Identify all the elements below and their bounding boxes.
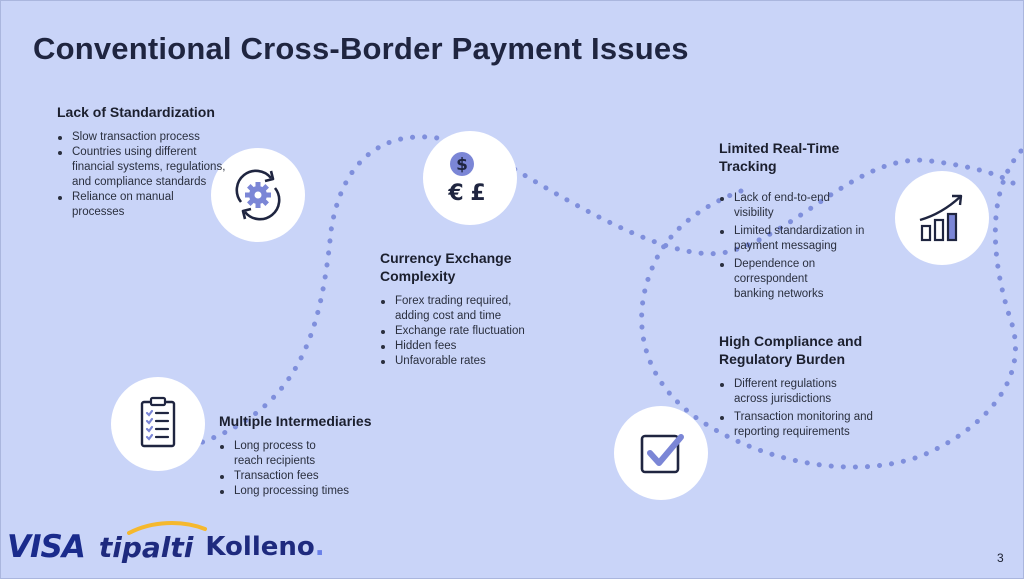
kolleno-dot: . xyxy=(314,532,325,562)
bullet-list: Slow transaction process Countries using… xyxy=(57,130,227,220)
list-item: Long processing times xyxy=(219,484,389,499)
list-item: Reliance on manual processes xyxy=(57,190,182,220)
currency-icon-circle: $ € £ xyxy=(423,131,517,225)
currency-exchange-icon: $ € £ xyxy=(447,152,486,206)
checkbox-icon xyxy=(640,434,684,474)
page-number: 3 xyxy=(997,551,1004,565)
bullet-list: Forex trading required, adding cost and … xyxy=(380,294,560,369)
bullet-list: Long process to reach recipients Transac… xyxy=(219,439,389,499)
list-item: Different regulations across jurisdictio… xyxy=(719,377,854,407)
list-item: Forex trading required, adding cost and … xyxy=(380,294,535,324)
standardization-icon-circle xyxy=(211,148,305,242)
svg-text:€: € xyxy=(447,181,463,206)
list-item: Exchange rate fluctuation xyxy=(380,324,560,339)
section-heading: High Compliance and Regulatory Burden xyxy=(719,333,863,367)
compliance-icon-circle xyxy=(614,406,708,500)
section-currency-exchange: Currency Exchange Complexity Forex tradi… xyxy=(380,249,560,369)
gear-refresh-icon xyxy=(235,169,281,221)
svg-text:$: $ xyxy=(456,155,468,175)
list-item: Countries using different financial syst… xyxy=(57,145,227,190)
bullet-list: Different regulations across jurisdictio… xyxy=(719,377,899,440)
list-item: Unfavorable rates xyxy=(380,354,560,369)
section-heading: Currency Exchange Complexity xyxy=(380,250,512,284)
tipalti-wordmark: tipalti xyxy=(98,530,194,564)
growth-chart-icon xyxy=(919,194,963,242)
tracking-icon-circle xyxy=(895,171,989,265)
bullet-list: Lack of end-to-end visibility Limited st… xyxy=(719,191,899,302)
list-item: Hidden fees xyxy=(380,339,560,354)
section-lack-of-standardization: Lack of Standardization Slow transaction… xyxy=(57,103,227,220)
list-item: Transaction monitoring and reporting req… xyxy=(719,410,899,440)
list-item: Dependence on correspondent banking netw… xyxy=(719,257,834,302)
list-item: Limited standardization in payment messa… xyxy=(719,224,874,254)
visa-logo: VISA xyxy=(7,529,86,565)
partner-logos: VISA tipalti Kolleno. xyxy=(7,520,325,565)
kolleno-logo: Kolleno. xyxy=(205,532,324,562)
list-item: Slow transaction process xyxy=(57,130,227,145)
intermediaries-icon-circle xyxy=(111,377,205,471)
section-heading: Limited Real-Time Tracking xyxy=(719,140,840,174)
list-item: Transaction fees xyxy=(219,469,389,484)
section-heading: Multiple Intermediaries xyxy=(219,413,372,429)
list-item: Long process to reach recipients xyxy=(219,439,334,469)
list-item: Lack of end-to-end visibility xyxy=(719,191,834,221)
section-multiple-intermediaries: Multiple Intermediaries Long process to … xyxy=(219,412,389,499)
svg-text:£: £ xyxy=(470,181,485,206)
tipalti-swoosh-icon xyxy=(126,520,207,535)
tipalti-logo: tipalti xyxy=(98,520,207,564)
section-real-time-tracking: Limited Real-Time Tracking Lack of end-t… xyxy=(719,139,899,302)
kolleno-wordmark: Kolleno xyxy=(205,532,315,562)
section-heading: Lack of Standardization xyxy=(57,104,215,120)
section-compliance-burden: High Compliance and Regulatory Burden Di… xyxy=(719,332,899,440)
checklist-clipboard-icon xyxy=(140,396,176,448)
page-title: Conventional Cross-Border Payment Issues xyxy=(33,31,689,66)
